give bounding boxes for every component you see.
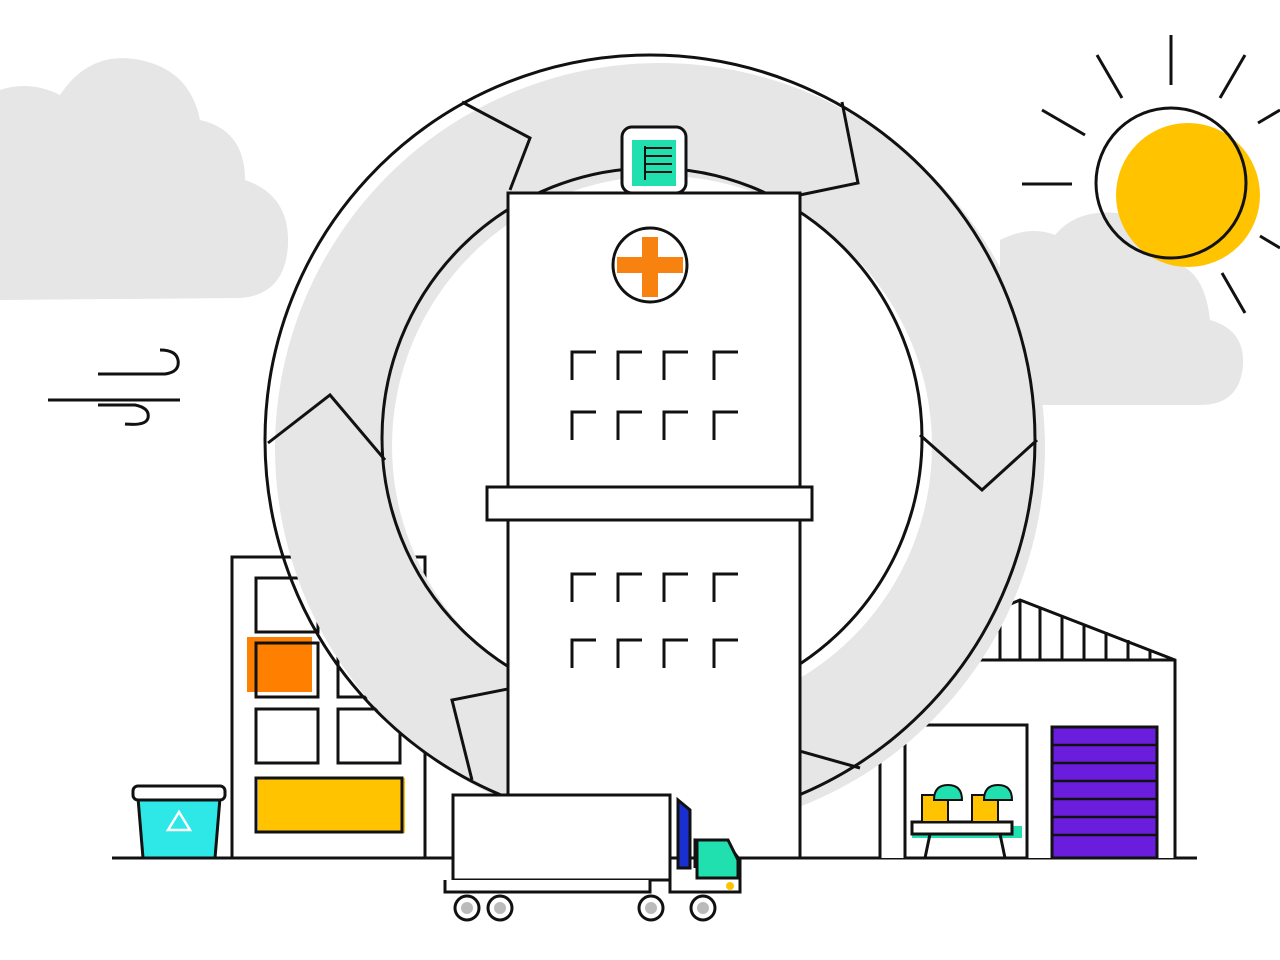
- sun-icon: [1022, 35, 1280, 314]
- window-bracket: [662, 638, 688, 668]
- window-bracket: [570, 572, 596, 602]
- truck-icon: [443, 793, 742, 922]
- conveyor-belt: [910, 783, 1022, 859]
- window-bracket: [616, 410, 642, 440]
- recycle-bin: [131, 784, 227, 860]
- window-bracket: [712, 572, 738, 602]
- medical-cross-icon: [611, 226, 689, 304]
- clipboard-icon: [620, 125, 688, 195]
- cloud-icon: [1000, 212, 1244, 405]
- window-bracket: [570, 638, 596, 668]
- window-bracket: [570, 350, 596, 380]
- window-bracket: [662, 350, 688, 380]
- window-bracket: [712, 350, 738, 380]
- recycle-icon: [165, 809, 193, 832]
- window-bracket: [662, 410, 688, 440]
- window-bracket: [616, 572, 642, 602]
- window-bracket: [616, 350, 642, 380]
- cycle-arrows: [267, 100, 1039, 781]
- hospital-building: [485, 125, 814, 860]
- window-bracket: [712, 638, 738, 668]
- window-bracket: [712, 410, 738, 440]
- window-bracket: [616, 638, 642, 668]
- wind-icon: [48, 348, 180, 426]
- window-bracket: [662, 572, 688, 602]
- garage-door: [1050, 725, 1159, 860]
- window-bracket: [570, 410, 596, 440]
- cloud-icon: [0, 58, 289, 300]
- hospital-windows: [570, 350, 738, 668]
